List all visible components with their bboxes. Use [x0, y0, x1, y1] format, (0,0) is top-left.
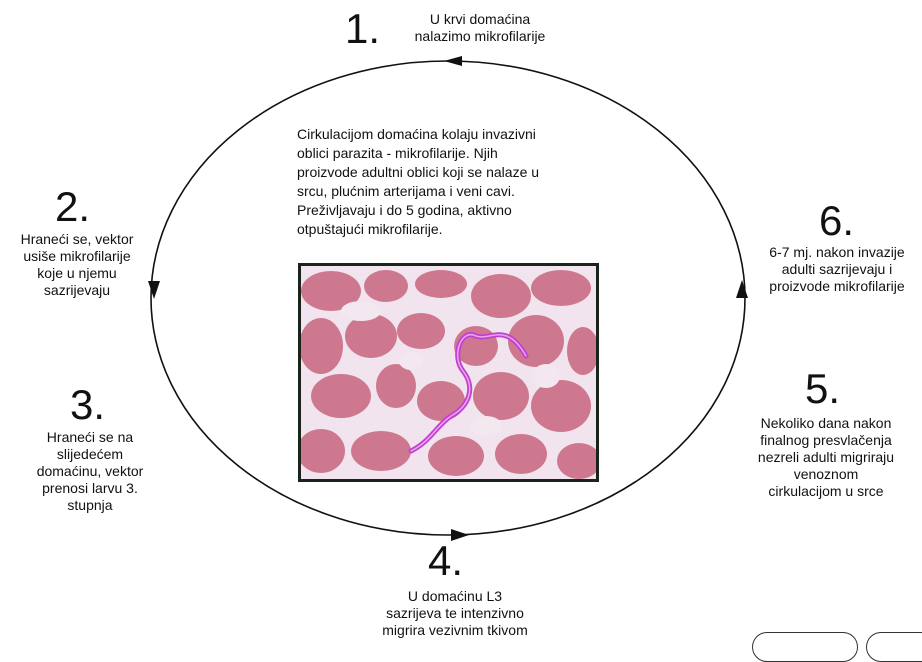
step-6-description: 6-7 mj. nakon invazije adulti sazrijevaj…	[752, 244, 922, 295]
step-3-number: 3.	[70, 384, 105, 426]
arrow-top-icon	[444, 56, 462, 66]
step-1-description: U krvi domaćina nalazimo mikrofilarije	[380, 11, 580, 45]
step-2-number: 2.	[55, 186, 90, 228]
center-description: Cirkulacijom domaćina kolaju invazivni o…	[297, 125, 612, 239]
step-1-number: 1.	[345, 8, 380, 50]
micrograph-illustration	[301, 266, 596, 479]
nav-prev-button[interactable]	[752, 632, 858, 662]
step-5-description: Nekoliko dana nakon finalnog presvlačenj…	[736, 415, 916, 500]
step-6-number: 6.	[819, 200, 854, 242]
step-3-description: Hraneći se na slijedećem domaćinu, vekto…	[20, 429, 160, 514]
microfilaria-micrograph	[298, 263, 599, 482]
step-2-description: Hraneći se, vektor usiše mikrofilarije k…	[2, 231, 152, 299]
step-5-number: 5.	[805, 368, 840, 410]
step-4-description: U domaćinu L3 sazrijeva te intenzivno mi…	[360, 588, 550, 639]
nav-next-button[interactable]	[866, 632, 922, 662]
step-4-number: 4.	[428, 540, 463, 582]
arrow-right-icon	[736, 280, 748, 298]
